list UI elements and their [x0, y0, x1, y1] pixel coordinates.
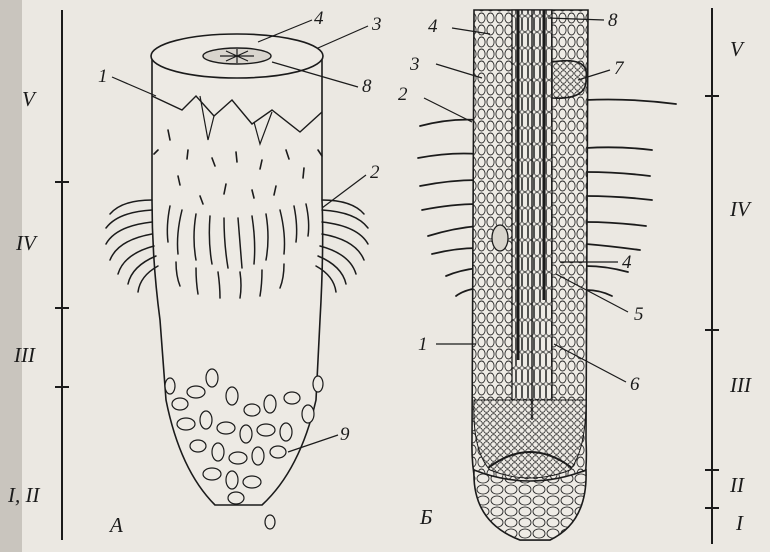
label-a-9: 9	[340, 424, 350, 445]
label-b-4-top: 4	[428, 16, 438, 37]
zone-label-a-iv: IV	[15, 231, 38, 255]
label-a-8: 8	[362, 76, 372, 97]
panel-b: 4 3 2 1 8 7 4 5 6 Б V IV III II I	[398, 8, 752, 544]
root-hairs-a	[105, 199, 369, 299]
panel-a: V IV III I, II	[7, 8, 382, 540]
zone-label-b-v: V	[730, 37, 745, 61]
zone-label-b-iii: III	[729, 373, 752, 397]
primordium-b	[491, 224, 509, 252]
label-b-8: 8	[608, 10, 618, 31]
peeling-epidermis-a	[151, 94, 323, 133]
panel-letter-a: А	[108, 513, 123, 537]
xylem-star-a	[220, 49, 254, 63]
dead-root-hairs-a	[153, 129, 323, 205]
zone-label-a-i-ii: I, II	[7, 483, 40, 507]
epidermis-flap-a	[199, 95, 273, 146]
label-b-1: 1	[418, 334, 428, 355]
label-b-3: 3	[409, 54, 420, 75]
leader-lines-a	[111, 19, 369, 453]
label-a-4: 4	[314, 8, 324, 29]
zone-label-b-iv: IV	[729, 197, 752, 221]
root-body-a	[151, 57, 324, 506]
zone-label-a-iii: III	[13, 343, 36, 367]
label-b-5: 5	[634, 304, 644, 325]
panel-letter-b: Б	[419, 505, 432, 529]
label-b-2: 2	[398, 84, 408, 105]
page-shadow	[0, 0, 22, 552]
label-b-4-mid: 4	[622, 252, 632, 273]
label-b-6: 6	[630, 374, 640, 395]
zone-label-b-i: I	[735, 511, 744, 535]
label-a-3: 3	[371, 14, 382, 35]
quiescent-center-b	[487, 451, 573, 469]
zone-label-b-ii: II	[729, 473, 745, 497]
label-a-2: 2	[370, 162, 380, 183]
leader-lines-b	[423, 17, 629, 383]
label-b-7: 7	[614, 58, 625, 79]
label-a-1: 1	[98, 66, 108, 87]
root-cap-b	[473, 468, 587, 541]
zone-label-a-v: V	[22, 87, 37, 111]
root-cap-cells-a	[164, 368, 324, 530]
